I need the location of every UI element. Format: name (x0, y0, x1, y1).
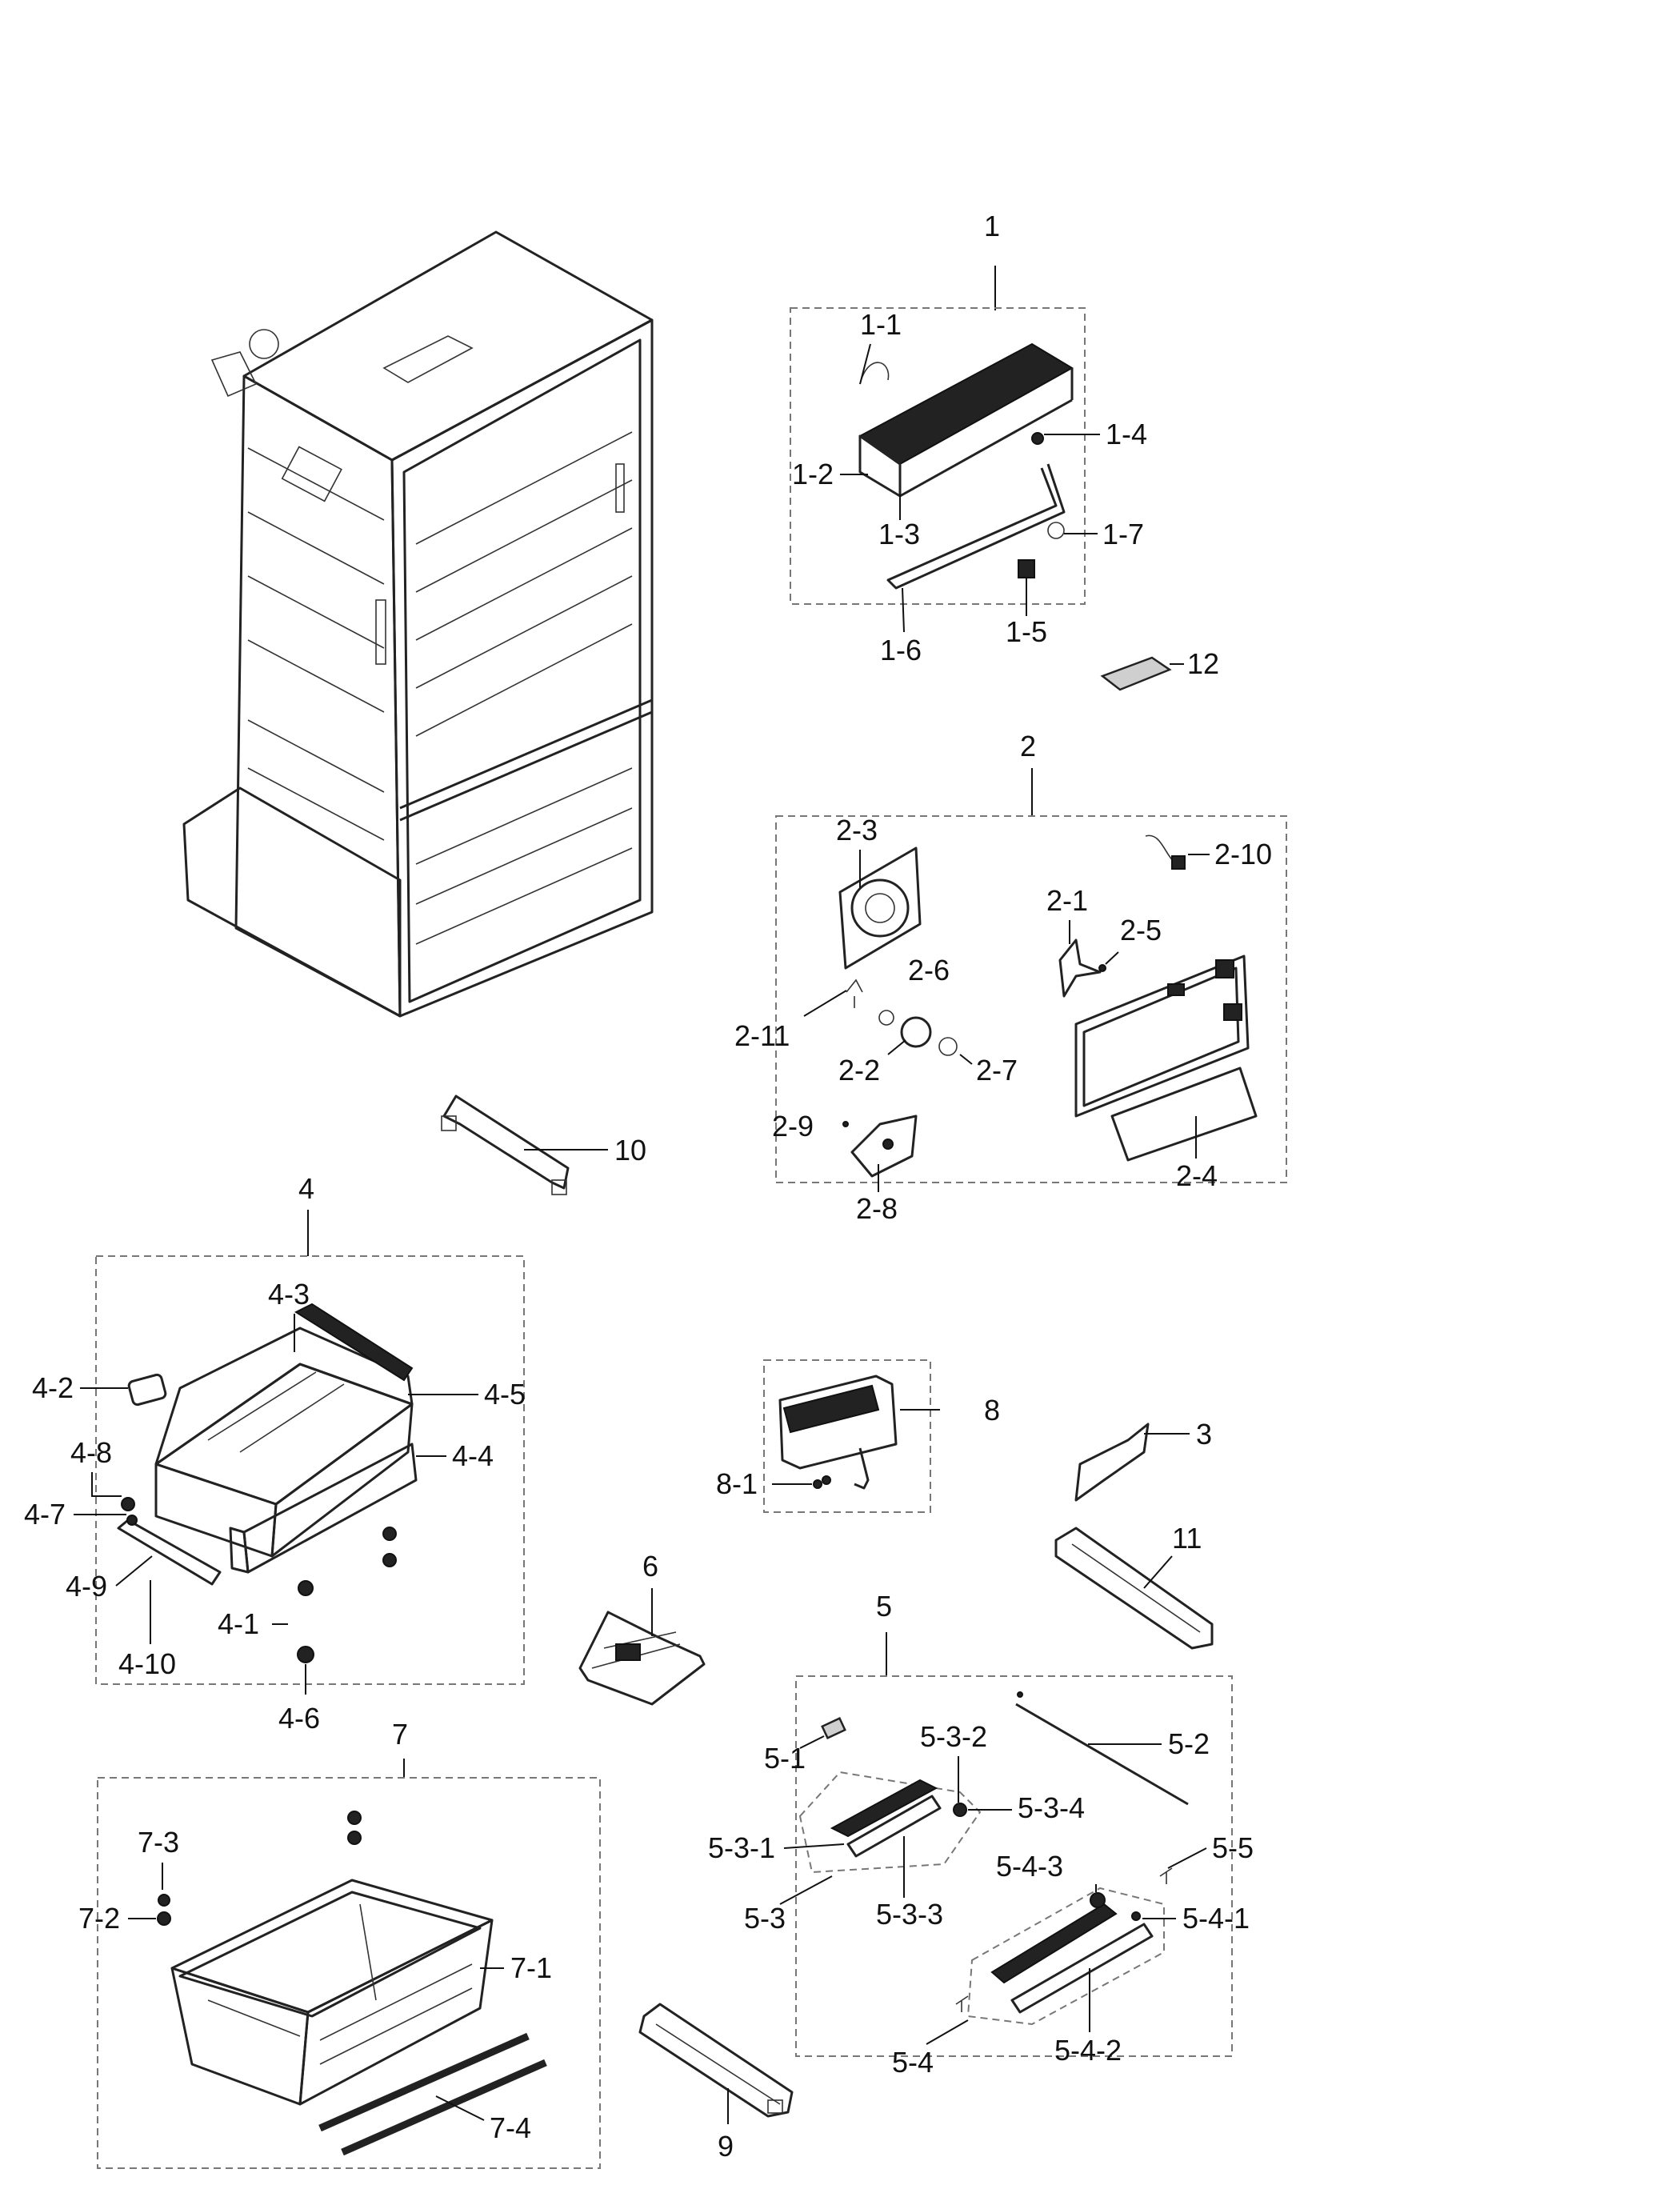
label-7: 7 (392, 1718, 408, 1751)
label-12: 12 (1187, 647, 1219, 680)
label-4-5: 4-5 (484, 1378, 526, 1411)
part-3: 3 (1074, 1418, 1212, 1502)
label-2-8: 2-8 (856, 1192, 898, 1225)
label-2-6: 2-6 (908, 954, 950, 986)
label-5-2: 5-2 (1168, 1727, 1210, 1760)
label-2-3: 2-3 (836, 814, 878, 846)
side-panel-lines (247, 447, 385, 841)
label-1-4: 1-4 (1106, 418, 1147, 450)
label-4-10: 4-10 (118, 1647, 176, 1680)
label-4-1: 4-1 (218, 1607, 259, 1640)
label-6: 6 (642, 1550, 658, 1583)
label-3: 3 (1196, 1418, 1212, 1451)
label-1-1: 1-1 (860, 308, 902, 341)
label-1: 1 (984, 210, 1000, 242)
label-5-4: 5-4 (892, 2046, 934, 2079)
label-5-3-1: 5-3-1 (708, 1831, 775, 1864)
label-5: 5 (876, 1590, 892, 1623)
label-9: 9 (718, 2130, 734, 2163)
label-8-1: 8-1 (716, 1467, 758, 1500)
label-5-3-4: 5-3-4 (1018, 1791, 1085, 1824)
label-1-6: 1-6 (880, 634, 922, 666)
label-4-4: 4-4 (452, 1439, 494, 1472)
label-5-5: 5-5 (1212, 1831, 1254, 1864)
label-5-4-1: 5-4-1 (1182, 1902, 1250, 1935)
label-2-1: 2-1 (1046, 884, 1088, 917)
label-5-3-2: 5-3-2 (920, 1720, 987, 1753)
assembly-1-evaporator: 1 1-1 1-2 1-3 1-4 1-7 1-6 1-5 (790, 210, 1147, 666)
label-2-9: 2-9 (772, 1110, 814, 1143)
label-2: 2 (1020, 730, 1036, 762)
label-2-11: 2-11 (734, 1019, 790, 1052)
label-5-4-3: 5-4-3 (996, 1850, 1063, 1883)
label-2-5: 2-5 (1120, 914, 1162, 946)
assembly-2-fan-motor: 2 2-3 2-10 2-1 2-5 (734, 730, 1287, 1225)
refrigerator-cabinet (182, 230, 654, 1018)
label-10: 10 (614, 1134, 646, 1167)
label-1-7: 1-7 (1102, 518, 1144, 550)
part-10-handle: 10 (441, 1095, 646, 1195)
part-12: 12 (1100, 647, 1219, 691)
label-5-1: 5-1 (764, 1742, 806, 1775)
label-4-3: 4-3 (268, 1278, 310, 1311)
assembly-8: 8 8-1 (716, 1359, 1000, 1513)
label-11: 11 (1172, 1522, 1202, 1555)
label-5-3: 5-3 (744, 1902, 786, 1935)
label-8: 8 (984, 1394, 1000, 1427)
assembly-4-drawer: 4 4-3 4-2 4-5 4-4 4-8 4-7 (24, 1172, 526, 1735)
label-2-4: 2-4 (1176, 1159, 1218, 1192)
label-7-3: 7-3 (138, 1826, 179, 1859)
label-7-1: 7-1 (510, 1951, 552, 1984)
label-5-3-3: 5-3-3 (876, 1898, 943, 1931)
label-4-2: 4-2 (32, 1371, 74, 1404)
label-2-7: 2-7 (976, 1054, 1018, 1086)
label-4-6: 4-6 (278, 1702, 320, 1735)
assembly-7-basket: 7 7-3 7-2 7-1 7-4 (78, 1718, 601, 2169)
label-7-2: 7-2 (78, 1902, 120, 1935)
label-1-5: 1-5 (1006, 615, 1047, 648)
part-9: 9 (638, 2003, 794, 2163)
label-4-9: 4-9 (66, 1570, 107, 1603)
assembly-5: 5 5-1 5-2 5-3-2 5-3-4 5-3-1 5-3-3 5-3 5-… (708, 1590, 1254, 2079)
part-11: 11 (1054, 1522, 1214, 1650)
label-4-8: 4-8 (70, 1436, 112, 1469)
label-1-3: 1-3 (878, 518, 920, 550)
part-6-filter: 6 (578, 1550, 706, 1706)
label-2-10: 2-10 (1214, 838, 1272, 870)
interior-shelf-lines (415, 431, 633, 945)
label-5-4-2: 5-4-2 (1054, 2034, 1122, 2067)
label-4: 4 (298, 1172, 314, 1205)
label-4-7: 4-7 (24, 1498, 66, 1531)
label-2-2: 2-2 (838, 1054, 880, 1086)
label-1-2: 1-2 (792, 458, 834, 490)
label-7-4: 7-4 (490, 2111, 531, 2144)
